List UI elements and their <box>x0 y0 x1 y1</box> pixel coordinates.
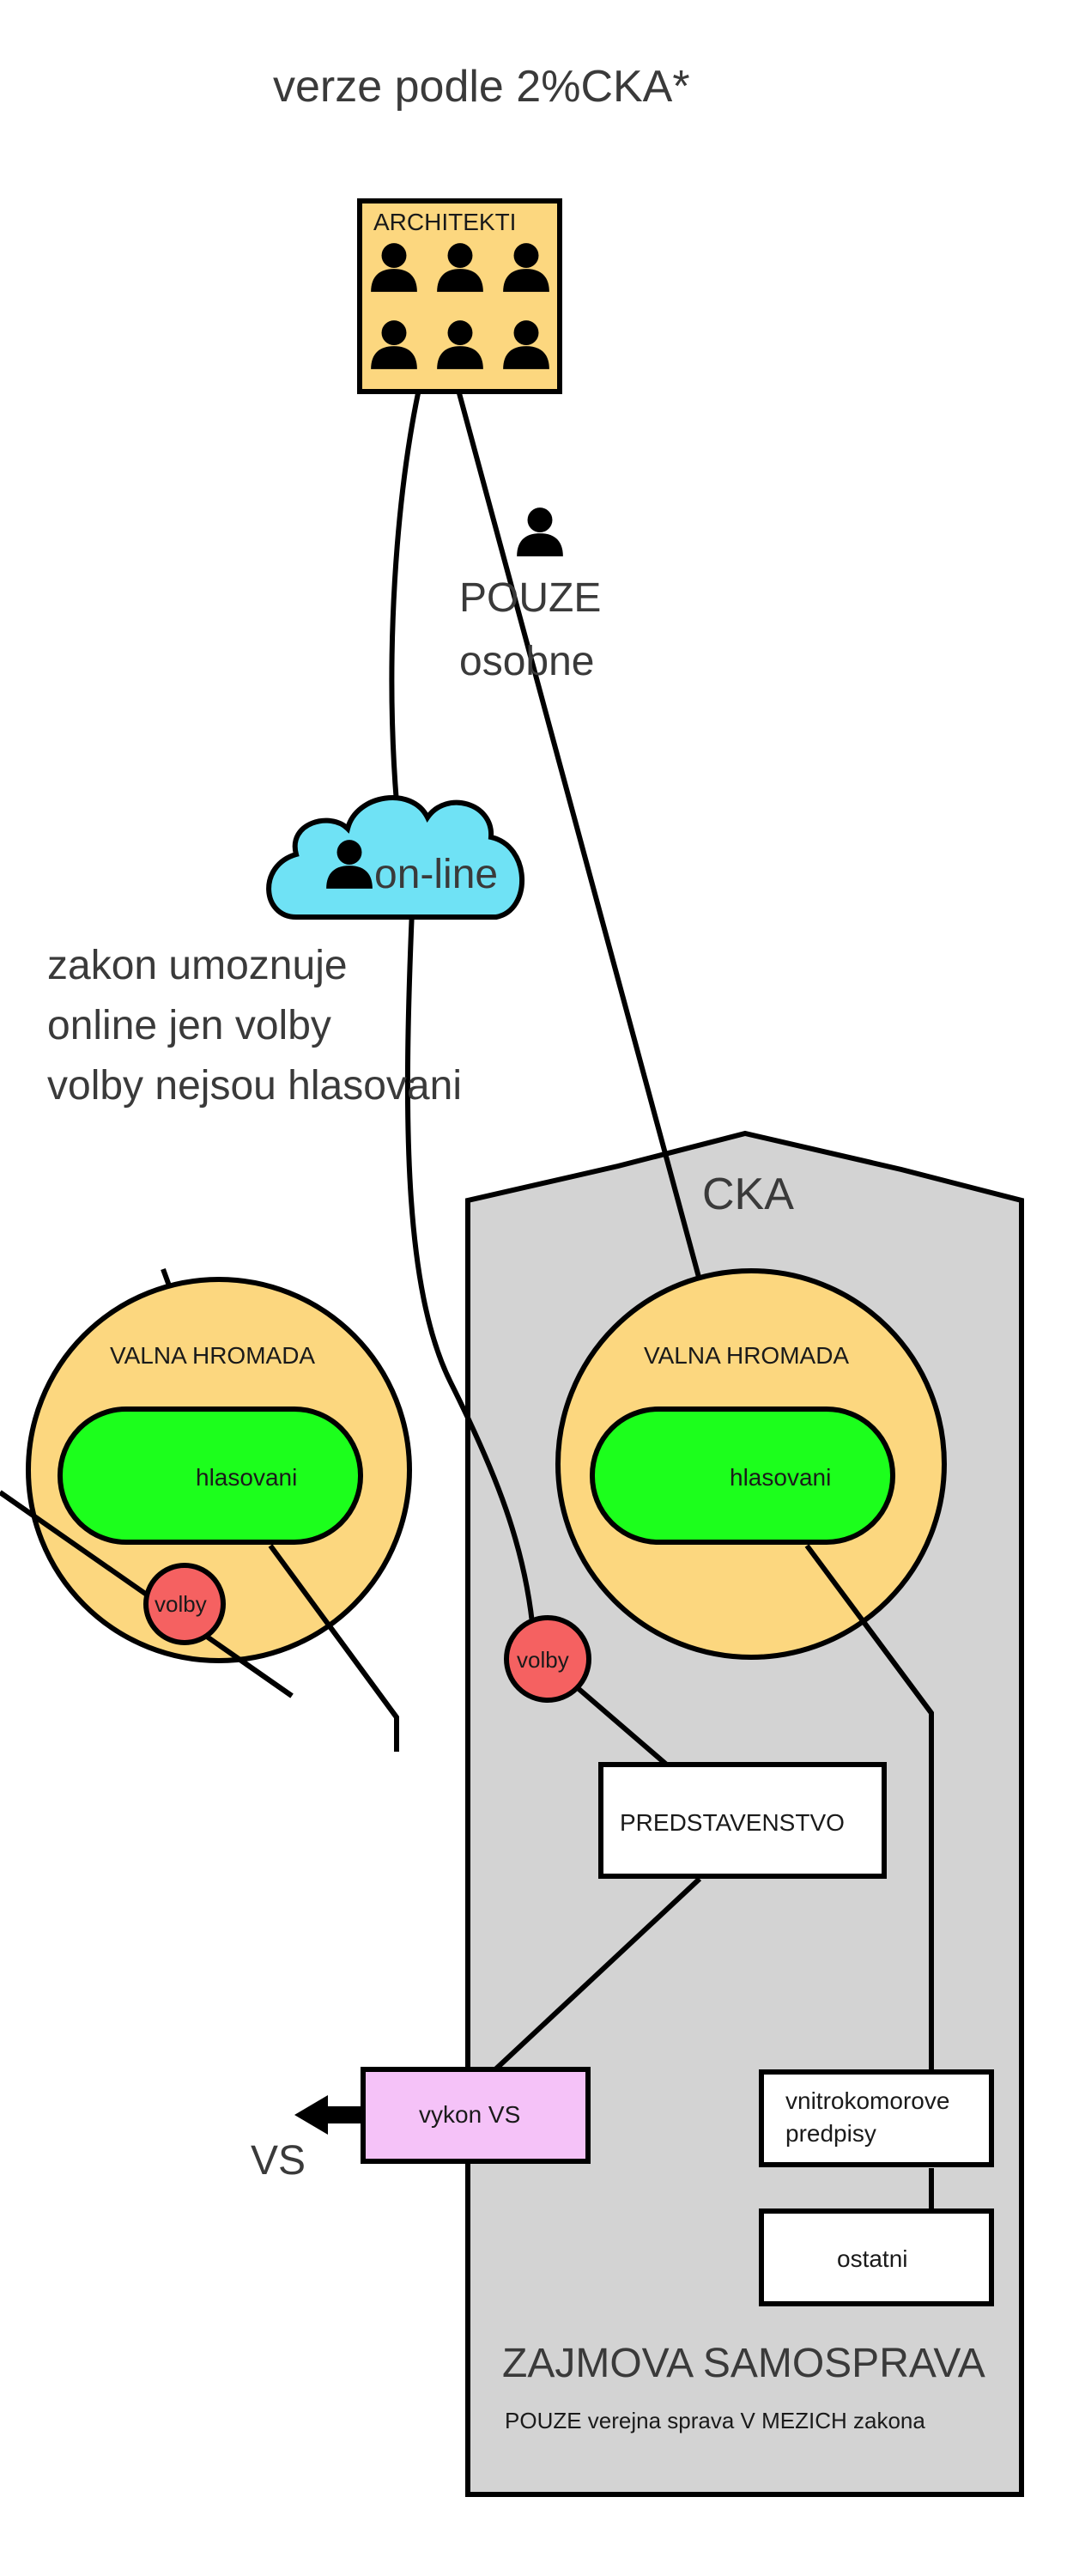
architects-box: ARCHITEKTI <box>357 198 562 394</box>
note-line1: zakon umoznuje <box>47 943 348 988</box>
left-assembly-title: VALNA HROMADA <box>110 1342 315 1369</box>
arrow-left-icon <box>294 2095 363 2135</box>
other-label: ostatni <box>837 2245 908 2272</box>
note-line2: online jen volby <box>47 1003 331 1048</box>
online-label: on-line <box>374 852 498 897</box>
architects-label: ARCHITEKTI <box>373 209 516 235</box>
personal-line2: osobne <box>459 639 594 684</box>
board-label: PREDSTAVENSTVO <box>620 1809 845 1836</box>
regulations-line2: predpisy <box>785 2120 876 2147</box>
online-cloud: on-line <box>266 795 525 920</box>
left-election-label: volby <box>155 1591 207 1617</box>
state-admin-box: vykon VS <box>361 2067 591 2164</box>
state-admin-label: vykon VS <box>419 2101 520 2128</box>
other-box: ostatni <box>759 2208 994 2306</box>
right-election-label: volby <box>517 1647 569 1673</box>
personal-line1: POUZE <box>459 575 601 621</box>
regulations-box: vnitrokomorove predpisy <box>759 2069 994 2167</box>
right-election: volby <box>504 1615 591 1703</box>
right-assembly-title: VALNA HROMADA <box>644 1342 849 1369</box>
vs-label: VS <box>251 2138 306 2184</box>
regulations-line1: vnitrokomorove <box>785 2087 949 2114</box>
page-title: verze podle 2%CKA* <box>273 62 690 112</box>
person-icon <box>517 507 563 556</box>
left-assembly: VALNA HROMADA hlasovani volby <box>0 1277 412 1719</box>
cka-label: CKA <box>702 1170 794 1219</box>
left-vote-label: hlasovani <box>196 1464 297 1491</box>
note-line3: volby nejsou hlasovani <box>47 1063 462 1109</box>
right-vote-label: hlasovani <box>730 1464 831 1491</box>
cka-footer-title: ZAJMOVA SAMOSPRAVA <box>502 2341 985 2386</box>
cka-footer-subtitle: POUZE verejna sprava V MEZICH zakona <box>505 2408 925 2433</box>
board-box: PREDSTAVENSTVO <box>598 1762 887 1879</box>
right-assembly: VALNA HROMADA hlasovani <box>555 1268 947 1660</box>
